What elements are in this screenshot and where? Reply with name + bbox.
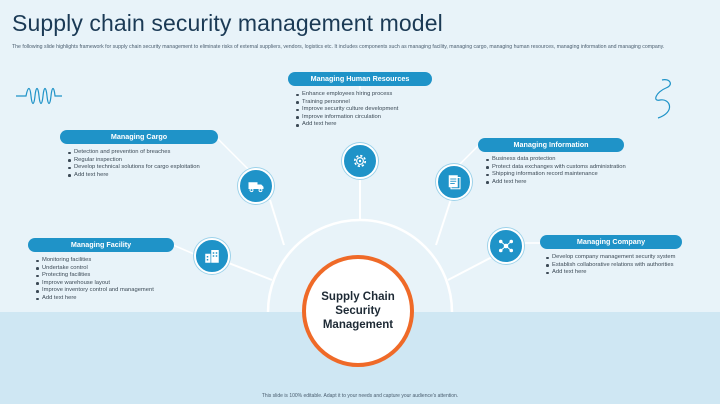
list-item: Enhance employees hiring process xyxy=(296,91,398,99)
list-item: Improve security culture development xyxy=(296,106,398,114)
network-icon xyxy=(498,239,514,253)
page-title: Supply chain security management model xyxy=(12,10,443,36)
list-item: Add text here xyxy=(296,121,398,129)
list-item: Add text here xyxy=(546,269,675,277)
list-item: Establish collaborative relations with a… xyxy=(546,262,675,270)
buildings-icon xyxy=(205,250,219,263)
list-item: Improve information circulation xyxy=(296,114,398,122)
pill-managing-company: Managing Company xyxy=(540,235,682,249)
list-item: Protecting facilities xyxy=(36,272,154,280)
document-icon xyxy=(448,175,461,190)
hub-arc xyxy=(266,218,454,313)
pill-managing-cargo: Managing Cargo xyxy=(60,130,218,144)
node-facility xyxy=(194,238,230,274)
list-item: Improve inventory control and management xyxy=(36,287,154,295)
list-item: Undertake control xyxy=(36,265,154,273)
list-item: Improve warehouse layout xyxy=(36,280,154,288)
truck-icon xyxy=(248,182,264,193)
connector-facility xyxy=(172,244,195,255)
list-item: Add text here xyxy=(36,295,154,303)
list-item: Add text here xyxy=(486,179,626,187)
list-item: Protect data exchanges with customs admi… xyxy=(486,164,626,172)
list-item: Detection and prevention of breaches xyxy=(68,149,200,157)
spoke-facility xyxy=(225,261,273,281)
node-company xyxy=(488,228,524,264)
squiggle-decoration-left xyxy=(16,87,62,105)
gear-icon xyxy=(353,154,367,168)
spoke-cargo xyxy=(269,199,285,246)
node-cargo xyxy=(238,168,274,204)
list-item: Shipping information record maintenance xyxy=(486,171,626,179)
connector-information xyxy=(459,144,480,165)
list-item: Training personnel xyxy=(296,99,398,107)
list-company: Develop company management security syst… xyxy=(546,254,675,277)
pill-managing-facility: Managing Facility xyxy=(28,238,174,252)
list-information: Business data protection Protect data ex… xyxy=(486,156,626,186)
list-item: Monitoring facilities xyxy=(36,257,154,265)
list-item: Regular inspection xyxy=(68,157,200,165)
list-item: Develop technical solutions for cargo ex… xyxy=(68,164,200,172)
node-information xyxy=(436,164,472,200)
center-label: Supply Chain Security Management xyxy=(321,291,395,331)
pill-managing-information: Managing Information xyxy=(478,138,624,152)
list-facility: Monitoring facilities Undertake control … xyxy=(36,257,154,303)
pill-managing-human-resources: Managing Human Resources xyxy=(288,72,432,86)
squiggle-decoration-right xyxy=(655,79,671,119)
list-human-resources: Enhance employees hiring process Trainin… xyxy=(296,91,398,129)
list-item: Add text here xyxy=(68,172,200,180)
spoke-company xyxy=(447,255,495,281)
list-cargo: Detection and prevention of breaches Reg… xyxy=(68,149,200,179)
page-subtitle: The following slide highlights framework… xyxy=(12,44,665,50)
spoke-information xyxy=(435,195,453,246)
node-human-resources xyxy=(342,143,378,179)
center-hub: Supply Chain Security Management xyxy=(302,255,414,367)
list-item: Business data protection xyxy=(486,156,626,164)
list-item: Develop company management security syst… xyxy=(546,254,675,262)
footer-note: This slide is 100% editable. Adapt it to… xyxy=(261,393,459,399)
connector-cargo xyxy=(215,136,249,170)
